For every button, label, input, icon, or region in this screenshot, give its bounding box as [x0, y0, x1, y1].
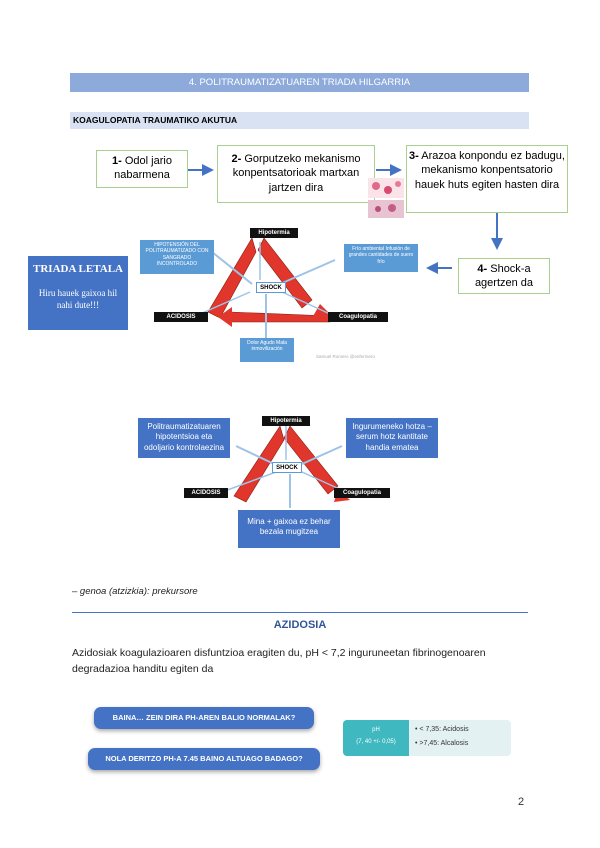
- step-1-number: 1-: [112, 155, 122, 167]
- diagram-2-acidosis: ACIDOSIS: [184, 488, 228, 498]
- ph-row-alcalosis: • >7,45: Alcalosis: [415, 740, 469, 747]
- ph-label: pH: [372, 727, 380, 733]
- diagram-2-hipotermia: Hipotermia: [262, 416, 310, 426]
- triada-title: TRIADA LETALA: [33, 263, 123, 275]
- step-4-number: 4-: [477, 263, 488, 275]
- page-number: 2: [518, 796, 525, 808]
- step-2-text: Gorputzeko mekanismo konpentsatorioak ma…: [232, 153, 361, 194]
- step-1-text: Odol jario nabarmena: [114, 155, 172, 182]
- diagram-1-coagulopatia: Coagulopatia: [328, 312, 388, 322]
- ph-row-acidosis-text: < 7,35: Acidosis: [419, 726, 469, 733]
- diagram-1-hipotermia: Hipotermia: [250, 228, 298, 238]
- triada-letala-box: TRIADA LETALA Hiru hauek gaixoa hil nahi…: [28, 256, 128, 330]
- ph-row-acidosis: • < 7,35: Acidosis: [415, 726, 469, 733]
- question-high-ph: NOLA DERITZO PH-A 7.45 BAINO ALTUAGO BAD…: [88, 748, 320, 770]
- section-divider: [72, 612, 528, 613]
- step-2-box: 2- Gorputzeko mekanismo konpentsatorioak…: [217, 145, 375, 203]
- step-3-box: 3- Arazoa konpondu ez badugu, mekanismo …: [406, 145, 568, 213]
- diagram-1-shock: SHOCK: [256, 282, 286, 293]
- ph-row-alcalosis-text: >7,45: Alcalosis: [419, 740, 469, 747]
- diagram-1-left-note: HIPOTENSIÓN DEL POLITRAUMATIZADO CON SAN…: [140, 240, 214, 274]
- diagram-2-shock: SHOCK: [272, 462, 302, 473]
- step-2-number: 2-: [231, 153, 242, 165]
- diagram-2-bottom-note: Mina + gaixoa ez behar bezala mugitzea: [238, 510, 340, 548]
- section-heading: KOAGULOPATIA TRAUMATIKO AKUTUA: [70, 112, 529, 129]
- blood-cells-image: [368, 178, 404, 218]
- azidosia-text: Azidosiak koagulazioaren disfuntzioa era…: [72, 647, 486, 676]
- triada-text: Hiru hauek gaixoa hil nahi dute!!!: [38, 288, 118, 311]
- azidosia-title: AZIDOSIA: [273, 619, 327, 631]
- diagram-1-arrows: [199, 237, 336, 342]
- diagram-2: Hipotermia ACIDOSIS Coagulopatia SHOCK P…: [138, 412, 438, 552]
- question-normal-ph: BAINA… ZEIN DIRA PH-AREN BALIO NORMALAK?: [94, 707, 314, 729]
- diagram-1-bottom-note: Dolor Agudo Mala inmovilización: [240, 338, 294, 362]
- step-3-text: Arazoa konpondu ez badugu, mekanismo kon…: [414, 150, 565, 191]
- diagram-1-credit: Samuel Romero @enfermero: [316, 354, 375, 359]
- chapter-banner: 4. POLITRAUMATIZATUAREN TRIADA HILGARRIA: [70, 73, 529, 92]
- diagram-2-left-note: Politraumatizatuaren hipotentsioa eta od…: [138, 418, 230, 458]
- diagram-2-coagulopatia: Coagulopatia: [334, 488, 390, 498]
- diagram-1: Hipotermia ACIDOSIS Coagulopatia SHOCK H…: [140, 222, 418, 364]
- footnote: – genoa (atzizkia): prekursore: [72, 586, 198, 597]
- step-4-box: 4- Shock-a agertzen da: [458, 258, 550, 294]
- ph-range: (7, 40 +/- 0,05): [356, 739, 396, 745]
- ph-label-cell: pH (7, 40 +/- 0,05): [343, 720, 409, 756]
- step-1-box: 1- Odol jario nabarmena: [96, 150, 188, 188]
- ph-table: pH (7, 40 +/- 0,05) • < 7,35: Acidosis •…: [343, 720, 511, 756]
- diagram-1-acidosis: ACIDOSIS: [154, 312, 208, 322]
- diagram-2-arrows: [221, 425, 350, 508]
- step-4-text: Shock-a agertzen da: [474, 263, 534, 290]
- step-3-number: 3-: [409, 150, 419, 162]
- diagram-1-right-note: Frío ambiental Infusión de grandes canti…: [344, 244, 418, 272]
- diagram-2-right-note: Ingurumeneko hotza – serum hotz kantitat…: [346, 418, 438, 458]
